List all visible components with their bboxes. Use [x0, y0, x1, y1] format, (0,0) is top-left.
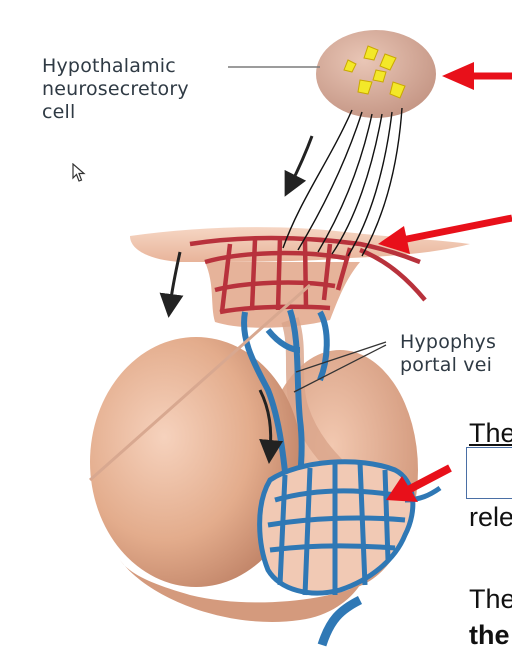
slide-text-line: The — [469, 584, 512, 614]
red-arrow-icon — [386, 464, 452, 502]
label-leader-line — [295, 341, 387, 373]
label-cell: cell — [42, 101, 76, 123]
hypothalamus-floor — [130, 227, 470, 262]
answer-blank-box[interactable] — [466, 447, 512, 499]
mouse-pointer-icon — [72, 163, 86, 182]
secondary-capillary-plexus — [257, 459, 442, 647]
flow-arrow-icon — [284, 135, 314, 197]
flow-arrow-icon — [159, 251, 184, 318]
slide-text-line: rele — [469, 502, 512, 532]
label-hypothalamic: Hypothalamic — [42, 55, 176, 77]
flow-arrow-icon — [258, 389, 284, 464]
primary-capillary-plexus — [189, 235, 427, 315]
neurosecretory-axons — [282, 107, 403, 257]
label-leader-line — [293, 344, 387, 393]
label-neurosecretory: neurosecretory — [42, 78, 189, 100]
anterior-pituitary — [90, 337, 302, 587]
neurosecretory-cell — [316, 30, 436, 118]
label-hypophyseal: Hypophys — [400, 331, 497, 353]
red-arrow-icon — [378, 214, 512, 254]
gland-base — [120, 560, 360, 622]
red-arrow-icon — [442, 62, 512, 90]
overlay-line — [89, 283, 311, 482]
slide-text-line: the — [469, 620, 510, 650]
label-portal-veins: portal vei — [400, 354, 493, 376]
slide-text-line: The — [469, 418, 512, 448]
